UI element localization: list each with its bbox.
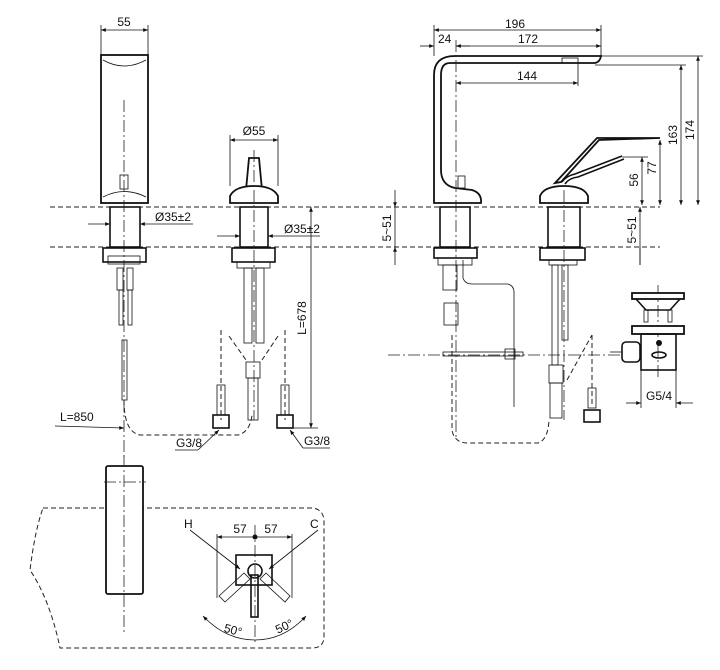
label-hot: H: [184, 517, 193, 531]
dim-mount-dia-1: Ø35±2: [155, 210, 191, 224]
label-cold: C: [310, 517, 319, 531]
label-thread-g38-1: G3/8: [176, 436, 202, 450]
dim-hose-length-850: L=850: [60, 410, 94, 424]
dim-deck-range-1: 5~51: [380, 214, 394, 241]
dim-height-163: 163: [666, 125, 680, 145]
handle-front-view: [212, 150, 294, 429]
label-thread-g38-2: G3/8: [304, 434, 330, 448]
dim-angle-right: 50°: [273, 616, 296, 636]
dim-spacing-left: 57: [233, 522, 247, 536]
top-view: [29, 455, 325, 649]
dim-height-174: 174: [683, 120, 697, 140]
dim-spacing-right: 57: [264, 522, 278, 536]
spout-front-view: [100, 54, 149, 460]
dim-overall-depth: 196: [505, 17, 525, 31]
dim-angle-left: 50°: [222, 621, 243, 639]
dim-mount-dia-2: Ø35±2: [284, 222, 320, 236]
dim-drain-thread: G5/4: [646, 389, 672, 403]
dim-handle-dia: Ø55: [243, 124, 266, 138]
dim-deck-range-2: 5~51: [625, 216, 639, 243]
dim-offset: 24: [438, 32, 452, 46]
spout-side-view: [388, 40, 620, 444]
dim-lever-77: 77: [645, 161, 659, 175]
dim-spout-reach: 172: [518, 32, 538, 46]
dim-hose-length-678: L=678: [295, 301, 309, 335]
dim-outlet-reach: 144: [517, 69, 537, 83]
pop-up-drain: [610, 285, 685, 380]
handle-side-view: [539, 137, 661, 423]
dim-lever-56: 56: [627, 173, 641, 187]
dim-front-width: 55: [117, 15, 131, 29]
